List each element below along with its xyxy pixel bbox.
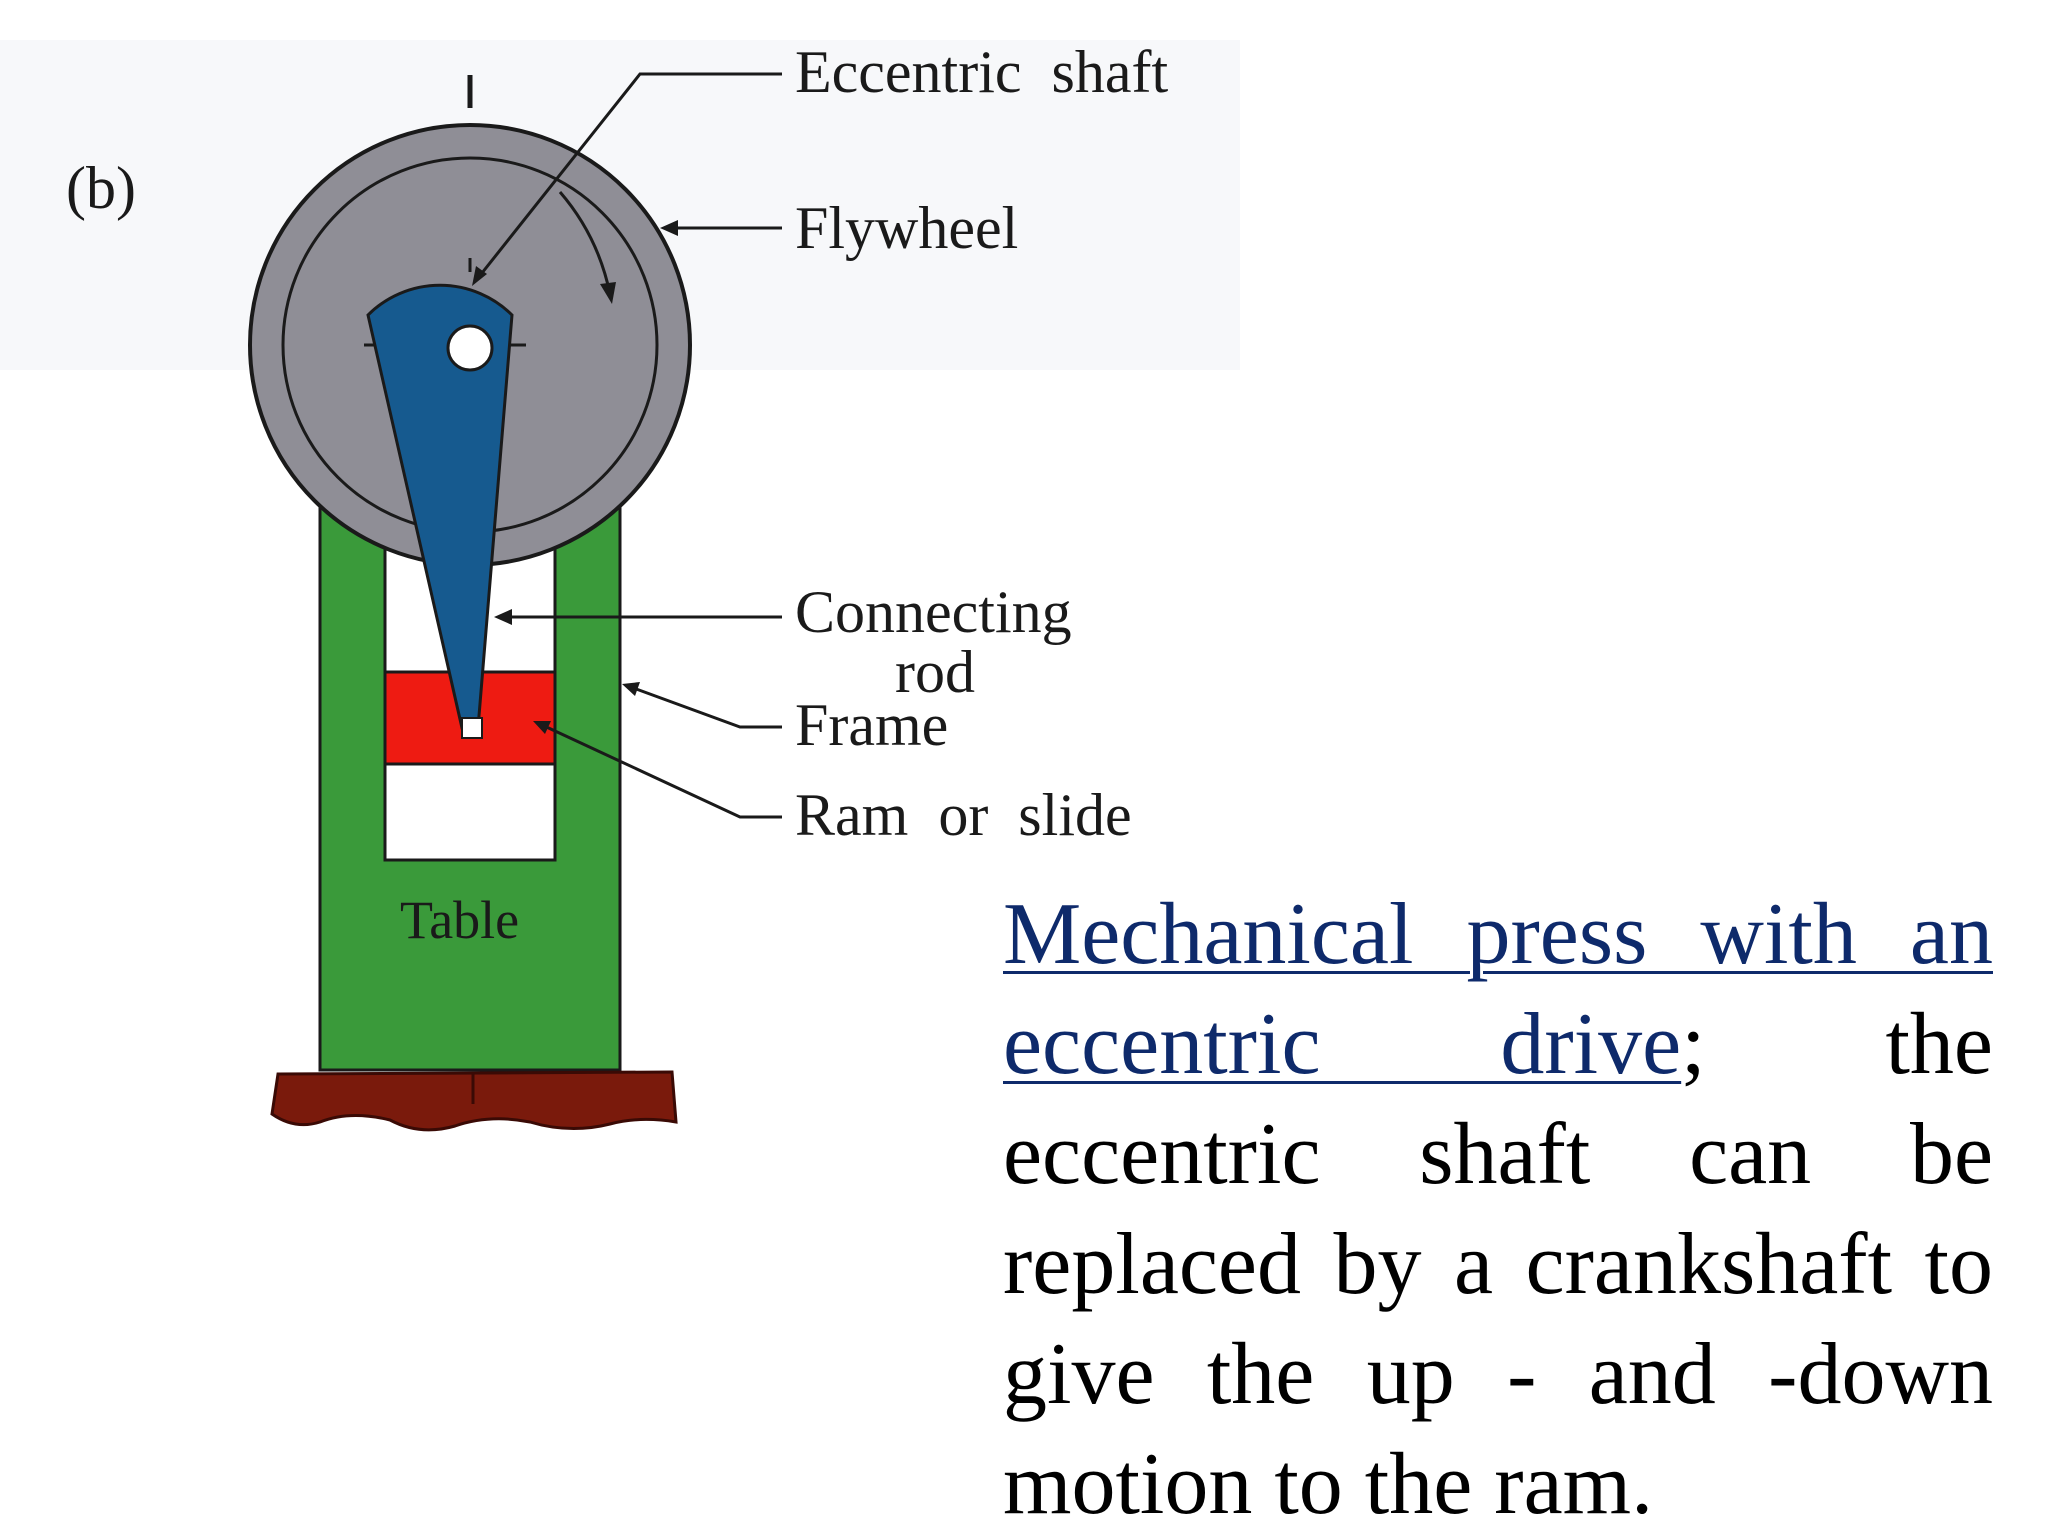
ram-or-slide-label: Ram or slide xyxy=(795,782,1132,848)
caption-link[interactable]: Mechanical press with an eccentric drive xyxy=(1003,886,1993,1093)
panel-label: (b) xyxy=(66,155,136,221)
leader-lines xyxy=(476,72,782,819)
connecting-rod-label-line2: rod xyxy=(895,639,975,705)
mechanical-press-diagram: (b) Eccentric shaf xyxy=(0,39,1240,1132)
caption: Mechanical press with an eccentric drive… xyxy=(1003,880,1993,1540)
table-label: Table xyxy=(400,890,519,950)
eccentric-shaft xyxy=(446,324,494,372)
leader-arrowheads xyxy=(472,220,678,734)
flywheel-label: Flywheel xyxy=(795,195,1018,261)
connecting-rod-label-line1: Connecting xyxy=(795,579,1072,645)
frame-label: Frame xyxy=(795,692,948,758)
rod-pin xyxy=(461,717,483,739)
caption-text: ; the eccentric shaft can be replaced by… xyxy=(1003,996,1993,1533)
connecting-rod xyxy=(366,283,514,730)
eccentric-shaft-label: Eccentric shaft xyxy=(795,39,1168,105)
